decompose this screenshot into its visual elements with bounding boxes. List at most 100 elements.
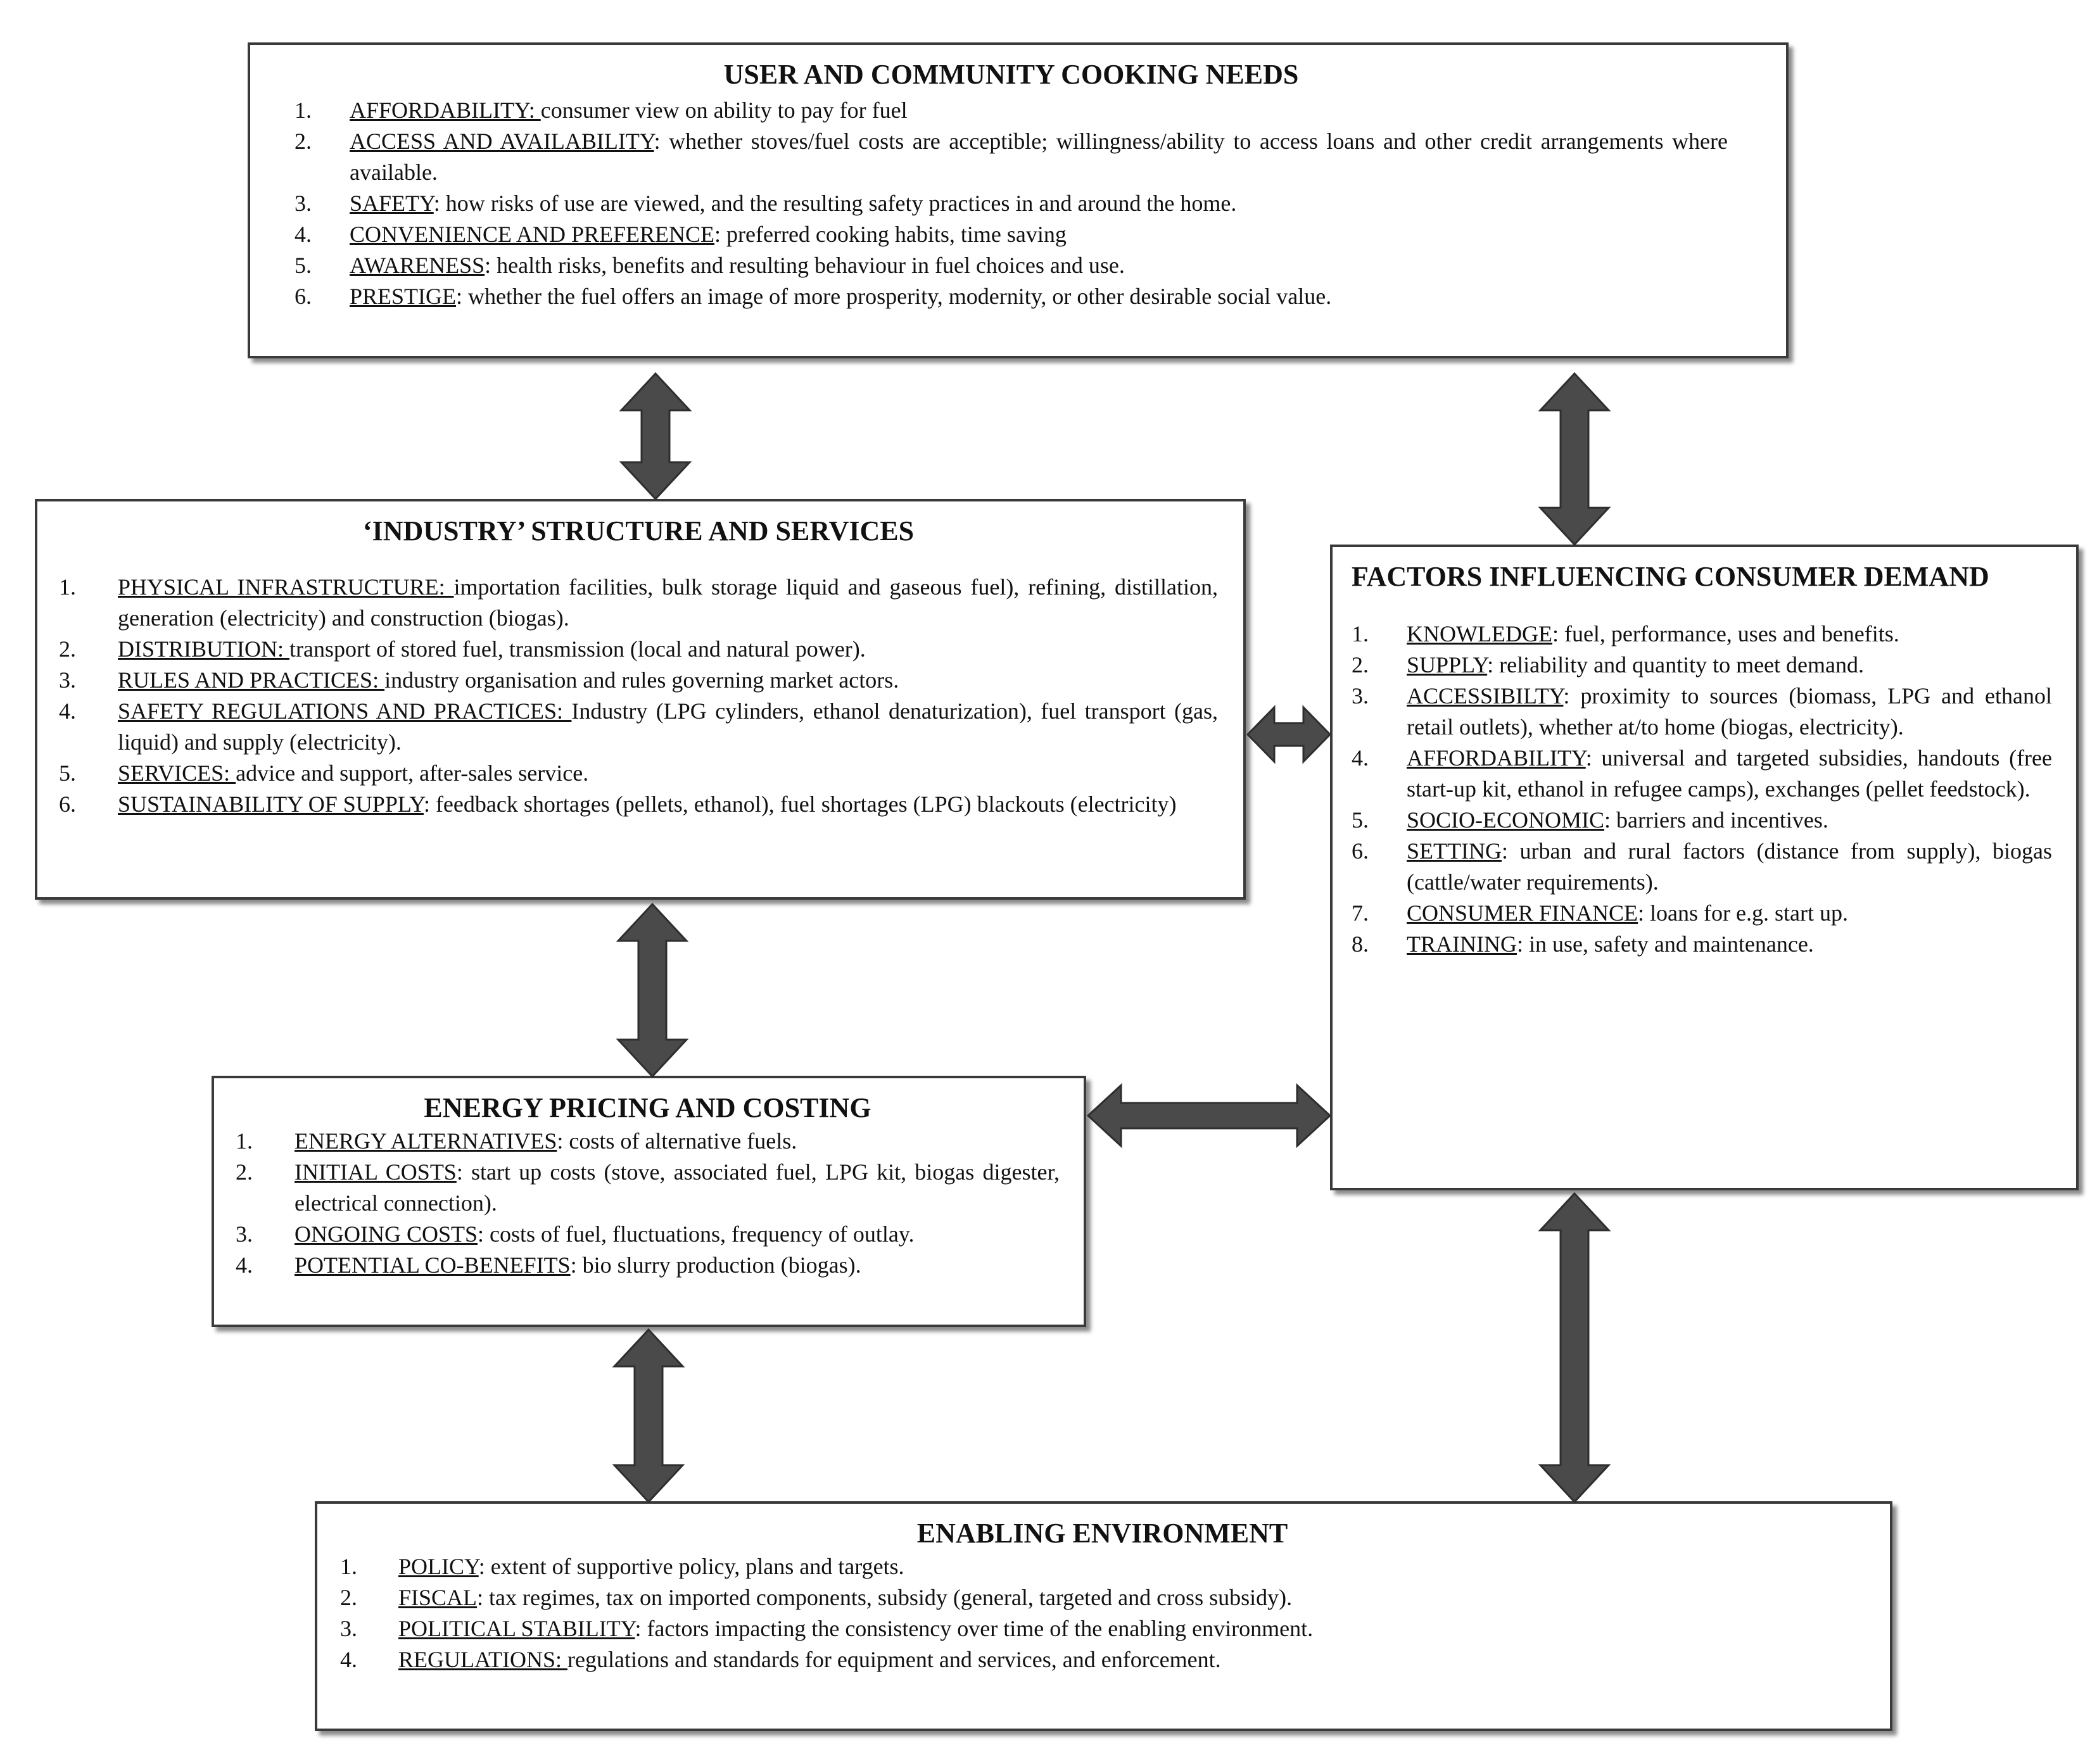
item-term: SAFETY xyxy=(350,191,434,217)
list-item: 3.ACCESSIBILTY: proximity to sources (bi… xyxy=(1352,681,2052,743)
box-title: ENERGY PRICING AND COSTING xyxy=(424,1092,871,1123)
item-text: SUSTAINABILITY OF SUPPLY: feedback short… xyxy=(118,789,1218,820)
item-number: 4. xyxy=(236,1252,253,1278)
item-number: 1. xyxy=(236,1128,253,1154)
list-item: 6. PRESTIGE: whether the fuel offers an … xyxy=(295,281,1728,312)
arrow-industry-demand xyxy=(1246,705,1332,764)
item-number: 7. xyxy=(1352,900,1369,926)
item-term: SUPPLY xyxy=(1407,652,1488,678)
item-description: : universal and targeted subsidies, hand… xyxy=(1407,745,2052,802)
item-text: POLITICAL STABILITY: factors impacting t… xyxy=(398,1613,1865,1644)
item-term: AWARENESS xyxy=(350,253,485,279)
item-number: 3. xyxy=(236,1221,253,1247)
list-item: 7. CONSUMER FINANCE: loans for e.g. start… xyxy=(1352,898,2052,929)
item-number: 5. xyxy=(1352,807,1369,833)
item-description: : reliability and quantity to meet deman… xyxy=(1487,652,1864,678)
list-item: 3. POLITICAL STABILITY: factors impacting… xyxy=(340,1613,1865,1644)
energy-pricing-costing-box: ENERGY PRICING AND COSTING 1.ENERGY ALTE… xyxy=(212,1076,1086,1327)
list-item: 1.PHYSICAL INFRASTRUCTURE: importation f… xyxy=(59,572,1218,634)
item-term: ACCESS AND AVAILABILITY xyxy=(350,129,654,154)
enabling-environment-box: ENABLING ENVIRONMENT 1.POLICY: extent of… xyxy=(315,1501,1892,1731)
item-text: RULES AND PRACTICES: industry organisati… xyxy=(118,665,1218,696)
item-term: FISCAL xyxy=(398,1585,478,1611)
item-term: POTENTIAL CO-BENEFITS xyxy=(295,1252,571,1278)
item-term: POLICY xyxy=(398,1554,479,1580)
item-description: : how risks of use are viewed, and the r… xyxy=(433,191,1237,217)
item-number: 1. xyxy=(1352,621,1369,647)
item-description: industry organisation and rules governin… xyxy=(384,667,899,693)
arrow-user-industry xyxy=(619,372,692,501)
item-description: : fuel, performance, uses and benefits. xyxy=(1552,621,1899,647)
item-term: TRAINING xyxy=(1407,931,1517,957)
factors-consumer-demand-box: FACTORS INFLUENCING CONSUMER DEMAND 1. KN… xyxy=(1330,545,2079,1190)
list-item: 1.ENERGY ALTERNATIVES: costs of alternat… xyxy=(236,1126,1060,1157)
item-text: FISCAL: tax regimes, tax on imported com… xyxy=(398,1582,1865,1613)
item-description: : costs of fuel, fluctuations, frequency… xyxy=(478,1221,915,1247)
item-number: 1. xyxy=(295,98,312,123)
item-number: 3. xyxy=(295,191,312,217)
item-text: SAFETY REGULATIONS AND PRACTICES: Indust… xyxy=(118,696,1218,758)
item-number: 4. xyxy=(1352,745,1369,771)
item-term: POLITICAL STABILITY xyxy=(398,1616,635,1642)
item-term: AFFORDABILITY: xyxy=(350,98,541,123)
item-text: ACCESSIBILTY: proximity to sources (biom… xyxy=(1407,681,2052,743)
item-description: : health risks, benefits and resulting b… xyxy=(485,253,1125,279)
item-number: 4. xyxy=(340,1647,357,1673)
item-text: ACCESS AND AVAILABILITY: whether stoves/… xyxy=(350,126,1728,188)
item-text: CONSUMER FINANCE: loans for e.g. start u… xyxy=(1407,898,2052,929)
item-description: : loans for e.g. start up. xyxy=(1638,900,1848,926)
item-term: SERVICES: xyxy=(118,760,236,786)
item-description: importation facilities, bulk storage liq… xyxy=(118,574,1218,631)
item-text: CONVENIENCE AND PREFERENCE: preferred co… xyxy=(350,219,1728,250)
item-text: SUPPLY: reliability and quantity to meet… xyxy=(1407,650,2052,681)
item-number: 1. xyxy=(340,1554,357,1580)
item-list: 1.PHYSICAL INFRASTRUCTURE: importation f… xyxy=(59,572,1218,820)
item-term: SUSTAINABILITY OF SUPPLY xyxy=(118,791,424,817)
item-number: 2. xyxy=(236,1159,253,1185)
item-text: SETTING: urban and rural factors (distan… xyxy=(1407,836,2052,898)
item-number: 6. xyxy=(1352,838,1369,864)
item-description: : costs of alternative fuels. xyxy=(557,1128,797,1154)
item-description: : urban and rural factors (distance from… xyxy=(1407,838,2052,895)
item-description: : in use, safety and maintenance. xyxy=(1516,931,1814,957)
item-term: CONVENIENCE AND PREFERENCE xyxy=(350,222,715,248)
arrow-industry-pricing xyxy=(616,902,689,1078)
item-term: ONGOING COSTS xyxy=(295,1221,478,1247)
item-description: : extent of supportive policy, plans and… xyxy=(478,1554,904,1580)
item-number: 2. xyxy=(340,1585,357,1611)
item-number: 2. xyxy=(59,636,76,662)
item-description: consumer view on ability to pay for fuel xyxy=(540,98,908,123)
list-item: 2.ACCESS AND AVAILABILITY: whether stove… xyxy=(295,126,1728,188)
list-item: 2. INITIAL COSTS: start up costs (stove, … xyxy=(236,1157,1060,1219)
item-number: 8. xyxy=(1352,931,1369,957)
item-text: ONGOING COSTS: costs of fuel, fluctuatio… xyxy=(295,1219,1060,1250)
list-item: 8. TRAINING: in use, safety and maintenan… xyxy=(1352,929,2052,960)
item-number: 3. xyxy=(340,1616,357,1642)
item-number: 1. xyxy=(59,574,76,600)
item-description: : start up costs (stove, associated fuel… xyxy=(295,1159,1060,1216)
list-item: 2.SUPPLY: reliability and quantity to me… xyxy=(1352,650,2052,681)
item-list: 1. POLICY: extent of supportive policy, p… xyxy=(340,1551,1865,1675)
item-description: : proximity to sources (biomass, LPG and… xyxy=(1407,683,2052,740)
list-item: 2. FISCAL: tax regimes, tax on imported c… xyxy=(340,1582,1865,1613)
list-item: 6. SETTING: urban and rural factors (dist… xyxy=(1352,836,2052,898)
item-description: transport of stored fuel, transmission (… xyxy=(289,636,866,662)
list-item: 5.AWARENESS: health risks, benefits and … xyxy=(295,250,1728,281)
item-term: DISTRIBUTION: xyxy=(118,636,289,662)
item-term: INITIAL COSTS xyxy=(295,1159,457,1185)
list-item: 1. AFFORDABILITY: consumer view on abilit… xyxy=(295,95,1728,126)
box-title: FACTORS INFLUENCING CONSUMER DEMAND xyxy=(1352,561,1989,592)
item-number: 5. xyxy=(59,760,76,786)
item-term: KNOWLEDGE xyxy=(1407,621,1552,647)
item-term: RULES AND PRACTICES: xyxy=(118,667,385,693)
list-item: 1. KNOWLEDGE: fuel, performance, uses and… xyxy=(1352,619,2052,650)
item-description: : factors impacting the consistency over… xyxy=(635,1616,1314,1642)
item-description: : feedback shortages (pellets, ethanol),… xyxy=(423,791,1177,817)
list-item: 5.SOCIO-ECONOMIC: barriers and incentive… xyxy=(1352,805,2052,836)
list-item: 1. POLICY: extent of supportive policy, p… xyxy=(340,1551,1865,1582)
item-term: PRESTIGE xyxy=(350,284,457,310)
item-text: TRAINING: in use, safety and maintenance… xyxy=(1407,929,2052,960)
item-text: PRESTIGE: whether the fuel offers an ima… xyxy=(350,281,1728,312)
list-item: 3. ONGOING COSTS: costs of fuel, fluctuat… xyxy=(236,1219,1060,1250)
